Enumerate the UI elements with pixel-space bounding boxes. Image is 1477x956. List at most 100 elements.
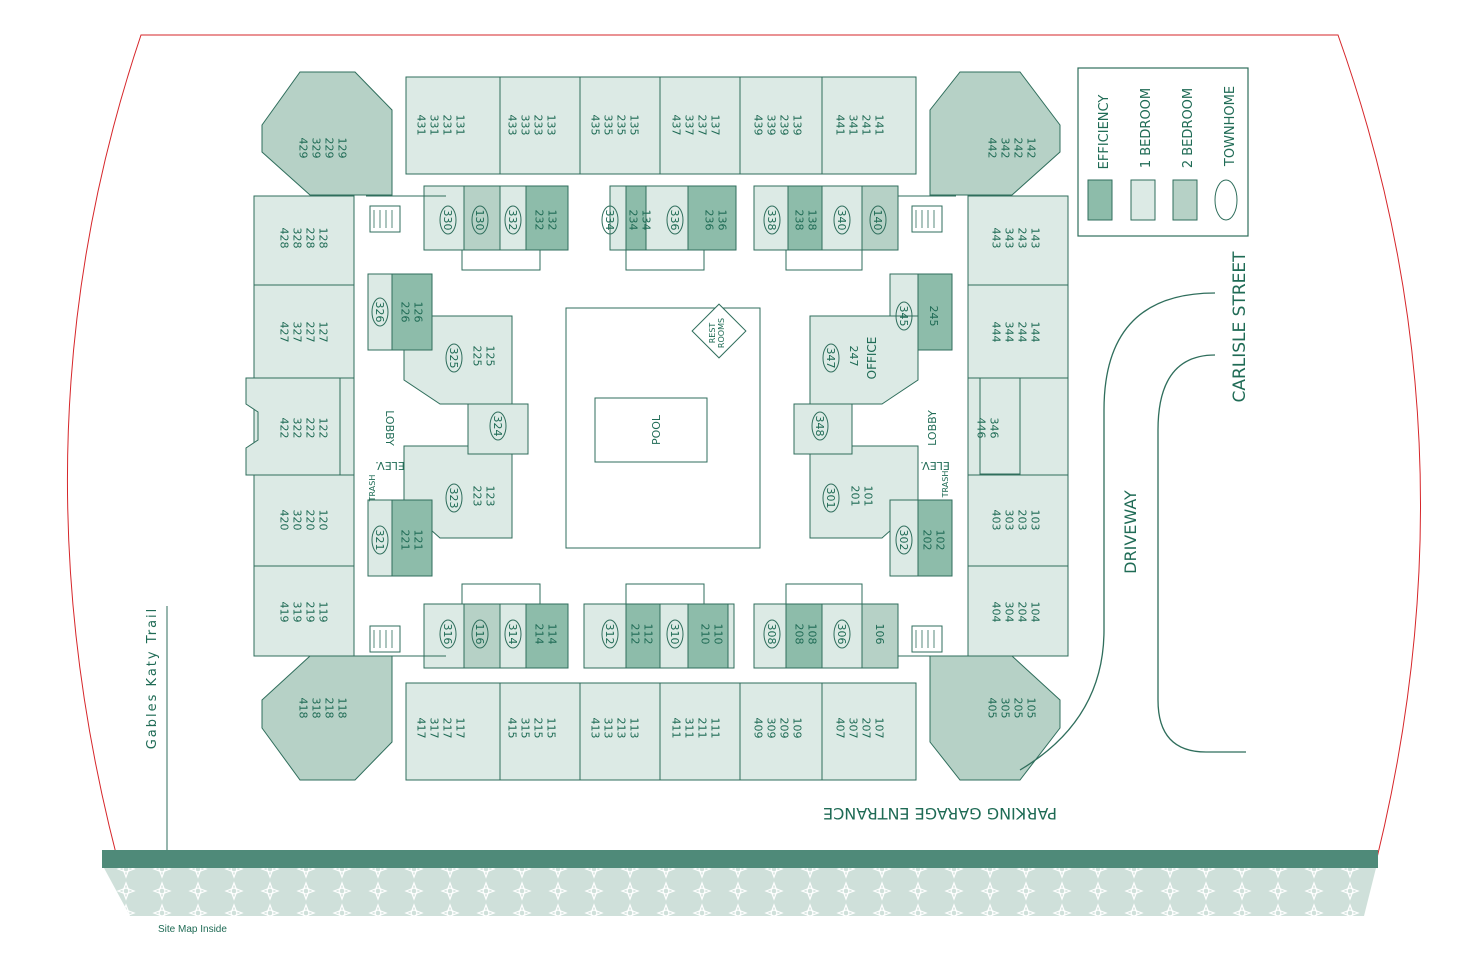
unit-number: 202 — [921, 530, 934, 551]
unit-number: 417 — [415, 718, 428, 739]
unit-label: 302 — [895, 525, 913, 555]
unit-number: 339 — [765, 115, 778, 136]
townhome-marker — [439, 619, 457, 649]
legend: EFFICIENCY 1 BEDROOM 2 BEDROOM TOWNHOME — [1077, 67, 1249, 237]
unit-number: 322 — [291, 418, 304, 439]
unit-number: 105 — [1025, 698, 1038, 719]
unit-number: 142 — [1025, 138, 1038, 159]
unit-number: 223 — [471, 486, 484, 507]
unit-number: 404 — [990, 602, 1003, 623]
unit-number: 114 — [546, 624, 559, 645]
unit-number: 211 — [696, 718, 709, 739]
unit-number: 234 — [627, 210, 640, 231]
unit-number: 143 — [1029, 228, 1042, 249]
unit-tint — [391, 499, 433, 577]
unit-number: 320 — [291, 510, 304, 531]
unit-number: 422 — [278, 418, 291, 439]
unit-label: 321 — [371, 525, 389, 555]
legend-swatch-one-bedroom — [1130, 179, 1156, 221]
townhome-marker — [869, 205, 887, 235]
unit-number: 213 — [615, 718, 628, 739]
townhome-marker — [471, 619, 489, 649]
unit-number: 346 — [988, 418, 1001, 439]
unit-number: 302 — [897, 530, 910, 551]
unit-label: 247 — [847, 346, 860, 367]
unit-number: 132 — [546, 210, 559, 231]
unit-label: 308 — [763, 619, 781, 649]
townhome-marker — [504, 619, 522, 649]
unit-number: 333 — [519, 115, 532, 136]
unit-number: 242 — [1012, 138, 1025, 159]
townhome-marker — [601, 205, 619, 235]
unit-number: 127 — [317, 322, 330, 343]
footer-caption: Site Map Inside — [158, 924, 227, 935]
unit-number: 220 — [304, 510, 317, 531]
unit-number: 437 — [670, 115, 683, 136]
rest-rooms-label-1: REST — [708, 323, 717, 344]
unit-number: 221 — [399, 530, 412, 551]
pool-outline — [594, 397, 708, 463]
unit-number: 219 — [304, 602, 317, 623]
unit-number: 336 — [668, 210, 681, 231]
unit-number: 308 — [765, 624, 778, 645]
unit-number: 103 — [1029, 510, 1042, 531]
unit-number: 310 — [668, 624, 681, 645]
unit-number: 342 — [999, 138, 1012, 159]
unit-tint — [525, 185, 569, 251]
unit-number: 317 — [428, 718, 441, 739]
unit-number: 343 — [1003, 228, 1016, 249]
unit-number: 238 — [793, 210, 806, 231]
unit-number: 331 — [428, 115, 441, 136]
unit-tint — [687, 185, 737, 251]
unit-number: 431 — [415, 115, 428, 136]
unit-number: 112 — [642, 624, 655, 645]
unit-number: 104 — [1029, 602, 1042, 623]
rest-rooms-label-2: ROOMS — [717, 318, 726, 348]
unit-label: 306 — [833, 619, 851, 649]
unit-number: 205 — [1012, 698, 1025, 719]
unit-number: 119 — [317, 602, 330, 623]
street-band — [102, 850, 1378, 868]
unit-number: 311 — [683, 718, 696, 739]
unit-label: 106 — [873, 624, 886, 645]
unit-number: 325 — [447, 348, 460, 369]
elevator-right-label: ELEV. — [920, 459, 950, 472]
unit-label: 332 — [504, 205, 522, 235]
unit-number: 245 — [927, 306, 940, 327]
unit-number: 125 — [484, 346, 497, 367]
unit-number: 215 — [532, 718, 545, 739]
unit-label: 310 — [666, 619, 684, 649]
unit-number: 128 — [317, 228, 330, 249]
unit-number: 218 — [323, 698, 336, 719]
unit-label: 326 — [371, 297, 389, 327]
unit-number: 428 — [278, 228, 291, 249]
unit-number: 324 — [491, 416, 504, 437]
unit-number: 201 — [849, 486, 862, 507]
unit-number: 334 — [603, 210, 616, 231]
unit-number: 227 — [304, 322, 317, 343]
unit-number: 144 — [1029, 322, 1042, 343]
unit-number: 444 — [990, 322, 1003, 343]
unit-number: 306 — [835, 624, 848, 645]
unit-number: 442 — [986, 138, 999, 159]
unit-tint — [917, 499, 953, 577]
townhome-marker — [666, 619, 684, 649]
unit-number: 126 — [412, 302, 425, 323]
unit-number: 441 — [834, 115, 847, 136]
unit-number: 225 — [471, 346, 484, 367]
unit-tint — [391, 273, 433, 351]
